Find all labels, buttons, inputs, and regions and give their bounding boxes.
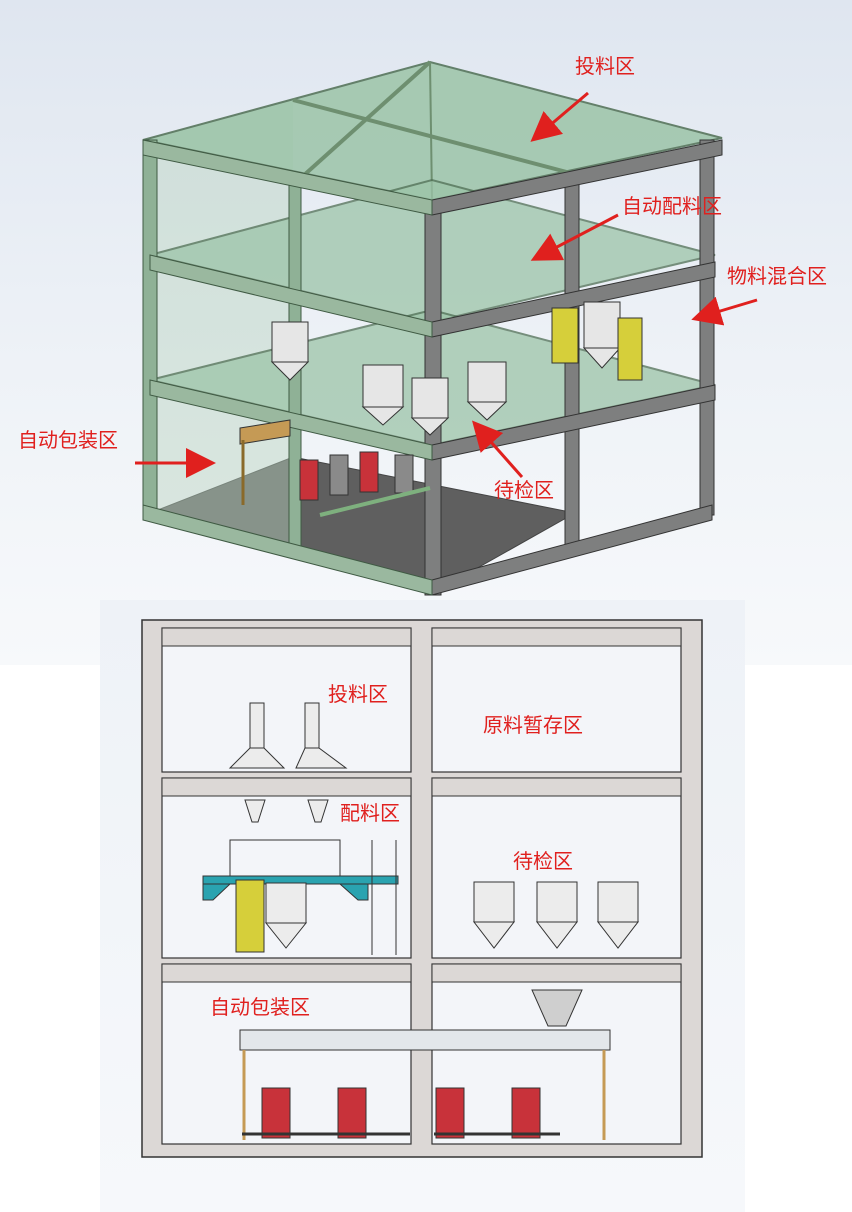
label-front-inspection: 待检区: [513, 849, 573, 873]
label-top-mixing: 物料混合区: [727, 264, 827, 288]
packing-machines-3d: [299, 451, 431, 517]
label-top-auto-packing: 自动包装区: [18, 428, 118, 452]
label-front-raw-storage: 原料暂存区: [483, 713, 583, 737]
background-bottom: [100, 600, 745, 1212]
yellow-cabinet-3d: [551, 307, 579, 364]
label-front-batching: 配料区: [340, 801, 400, 825]
label-top-auto-batching: 自动配料区: [622, 194, 722, 218]
label-front-auto-packing: 自动包装区: [210, 995, 310, 1019]
label-top-inspection: 待检区: [494, 478, 554, 502]
label-top-feeding: 投料区: [575, 54, 635, 78]
ibc-tanks-3d: [270, 301, 622, 436]
label-front-feeding: 投料区: [328, 682, 388, 706]
building-3d-view: [135, 60, 758, 596]
